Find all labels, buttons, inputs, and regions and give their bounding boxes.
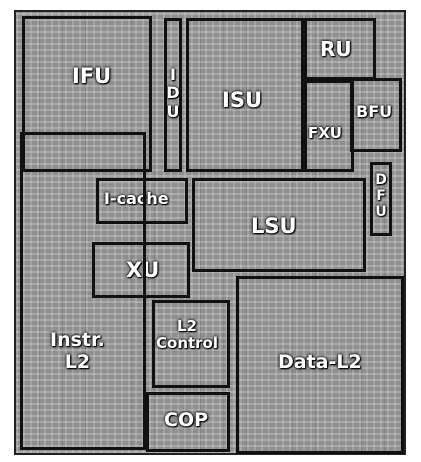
- label-instr-l2: Instr. L2: [50, 330, 105, 374]
- chip-die: IFU I D U ISU RU BFU FXU D F U I-cache L…: [14, 10, 406, 455]
- label-idu: I D U: [166, 66, 180, 121]
- label-l2-control: L2 Control: [156, 318, 218, 353]
- label-ifu: IFU: [72, 64, 111, 88]
- label-lsu: LSU: [251, 214, 297, 238]
- label-ru: RU: [320, 38, 352, 61]
- label-data-l2: Data-L2: [278, 352, 362, 374]
- region-instr-l2: [20, 132, 146, 450]
- label-fxu: FXU: [308, 125, 342, 142]
- label-dfu: D F U: [374, 172, 388, 220]
- label-isu: ISU: [222, 88, 262, 112]
- label-cop: COP: [164, 410, 208, 432]
- label-bfu: BFU: [356, 103, 392, 121]
